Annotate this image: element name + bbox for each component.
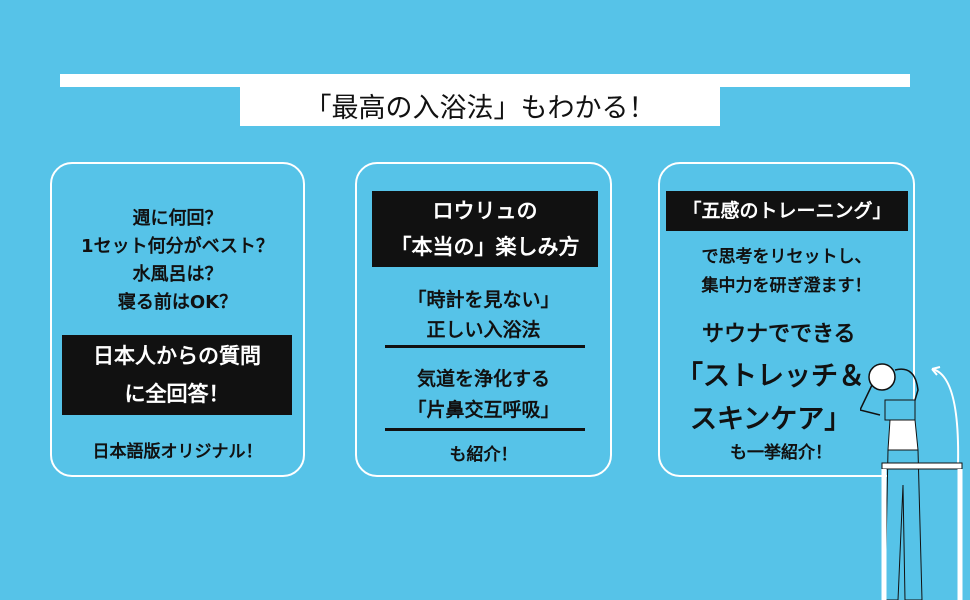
highlight-box: 日本人からの質問 に全回答！ — [62, 335, 292, 415]
highlight-line: に全回答！ — [124, 382, 230, 406]
card-line: 集中力を研ぎ澄ます！ — [701, 276, 872, 296]
card-big-line: 「ストレッチ＆ — [676, 361, 865, 392]
divider — [385, 428, 585, 431]
highlight-box: 「五感のトレーニング」 — [666, 191, 908, 231]
divider — [385, 345, 585, 348]
card-line: 水風呂は？ — [132, 264, 223, 285]
highlight-line: 「本当の」楽しみ方 — [390, 235, 580, 259]
highlight-line: 日本人からの質問 — [93, 344, 261, 368]
card-big-line: サウナでできる — [702, 322, 856, 347]
card-line: 「時計を見ない」 — [407, 289, 560, 311]
stretch-illustration-icon — [860, 363, 963, 600]
card-line: 週に何回？ — [132, 208, 223, 229]
card-line: 「片鼻交互呼吸」 — [407, 399, 560, 421]
card-footer: 日本語版オリジナル！ — [92, 442, 263, 462]
card-line: も紹介！ — [449, 445, 518, 465]
card-loyly: ロウリュの 「本当の」楽しみ方 「時計を見ない」 正しい入浴法 気道を浄化する … — [355, 162, 612, 477]
card-line: で思考をリセットし、 — [701, 247, 872, 267]
card-line: 気道を浄化する — [416, 368, 550, 390]
card-line: 1セット何分がベスト？ — [81, 236, 274, 257]
card-line: 寝る前はOK？ — [117, 292, 238, 313]
card-line: 正しい入浴法 — [426, 319, 541, 341]
highlight-box: ロウリュの 「本当の」楽しみ方 — [372, 191, 598, 267]
card-big-line: スキンケア」 — [690, 404, 852, 435]
highlight-line: ロウリュの — [432, 199, 538, 223]
card-footer: も一挙紹介！ — [730, 443, 832, 463]
header-title: 「最高の入浴法」もわかる！ — [240, 74, 720, 126]
card-questions: 週に何回？ 1セット何分がベスト？ 水風呂は？ 寝る前はOK？ 日本人からの質問… — [50, 162, 305, 477]
card-senses: 「五感のトレーニング」 で思考をリセットし、 集中力を研ぎ澄ます！ サウナででき… — [658, 162, 915, 477]
